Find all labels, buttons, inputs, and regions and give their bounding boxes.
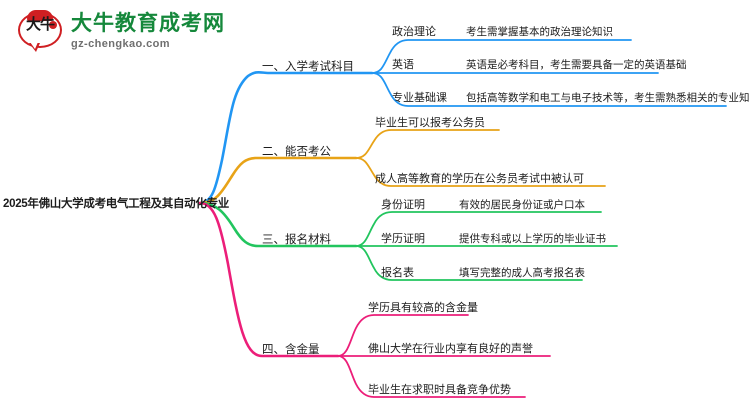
branch-node-3[interactable]: 三、报名材料 bbox=[262, 234, 331, 246]
branch-4-trunk bbox=[198, 201, 340, 358]
branch-2-child-1-line bbox=[355, 129, 500, 159]
branch-node-4[interactable]: 四、含金量 bbox=[262, 344, 320, 356]
branch-3-child-1-label[interactable]: 身份证明 bbox=[381, 199, 425, 211]
branch-4-child-2-label[interactable]: 佛山大学在行业内享有良好的声誉 bbox=[368, 343, 533, 355]
logo-title: 大牛教育成考网 bbox=[71, 12, 225, 36]
branch-1-child-3-label[interactable]: 专业基础课 bbox=[392, 92, 447, 104]
branch-1-child-1-detail: 考生需掌握基本的政治理论知识 bbox=[466, 26, 613, 38]
branch-1-child-1-label[interactable]: 政治理论 bbox=[392, 26, 436, 38]
logo-mark-text: 大牛 bbox=[25, 15, 55, 33]
branch-node-1[interactable]: 一、入学考试科目 bbox=[262, 61, 354, 73]
daniu-speech-bubble-logo-icon: 大牛 bbox=[18, 10, 64, 52]
branch-3-child-3-label[interactable]: 报名表 bbox=[381, 267, 414, 279]
branch-1-child-2-label[interactable]: 英语 bbox=[392, 59, 414, 71]
branch-3-child-1-detail: 有效的居民身份证或户口本 bbox=[459, 199, 585, 211]
branch-1-trunk bbox=[198, 70, 374, 205]
root-node[interactable]: 2025年佛山大学成考电气工程及其自动化专业 bbox=[3, 198, 229, 210]
branch-2-child-2-label[interactable]: 成人高等教育的学历在公务员考试中被认可 bbox=[375, 173, 584, 185]
logo-wordmark: 大牛教育成考网 gz-chengkao.com bbox=[71, 12, 225, 49]
branch-4-child-3-label[interactable]: 毕业生在求职时具备竞争优势 bbox=[368, 384, 511, 396]
branch-3-child-3-detail: 填写完整的成人高考报名表 bbox=[459, 267, 585, 279]
branch-3-child-2-detail: 提供专科或以上学历的毕业证书 bbox=[459, 233, 606, 245]
branch-node-2[interactable]: 二、能否考公 bbox=[262, 146, 331, 158]
branch-4-child-1-label[interactable]: 学历具有较高的含金量 bbox=[368, 302, 478, 314]
logo-subtitle: gz-chengkao.com bbox=[71, 37, 170, 50]
branch-1-child-2-detail: 英语是必考科目，考生需要具备一定的英语基础 bbox=[466, 59, 687, 71]
branch-3-child-2-label[interactable]: 学历证明 bbox=[381, 233, 425, 245]
site-logo: 大牛 大牛教育成考网 gz-chengkao.com bbox=[18, 10, 225, 52]
branch-2-child-1-label[interactable]: 毕业生可以报考公务员 bbox=[375, 117, 485, 129]
branch-1-child-3-detail: 包括高等数学和电工与电子技术等，考生需熟悉相关的专业知识 bbox=[466, 92, 750, 104]
